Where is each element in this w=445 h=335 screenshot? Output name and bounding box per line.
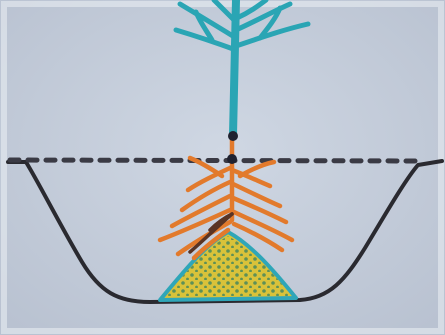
ground-level-mark xyxy=(227,154,237,164)
ground-line xyxy=(10,160,420,161)
trunk-collar-mark xyxy=(228,131,238,141)
